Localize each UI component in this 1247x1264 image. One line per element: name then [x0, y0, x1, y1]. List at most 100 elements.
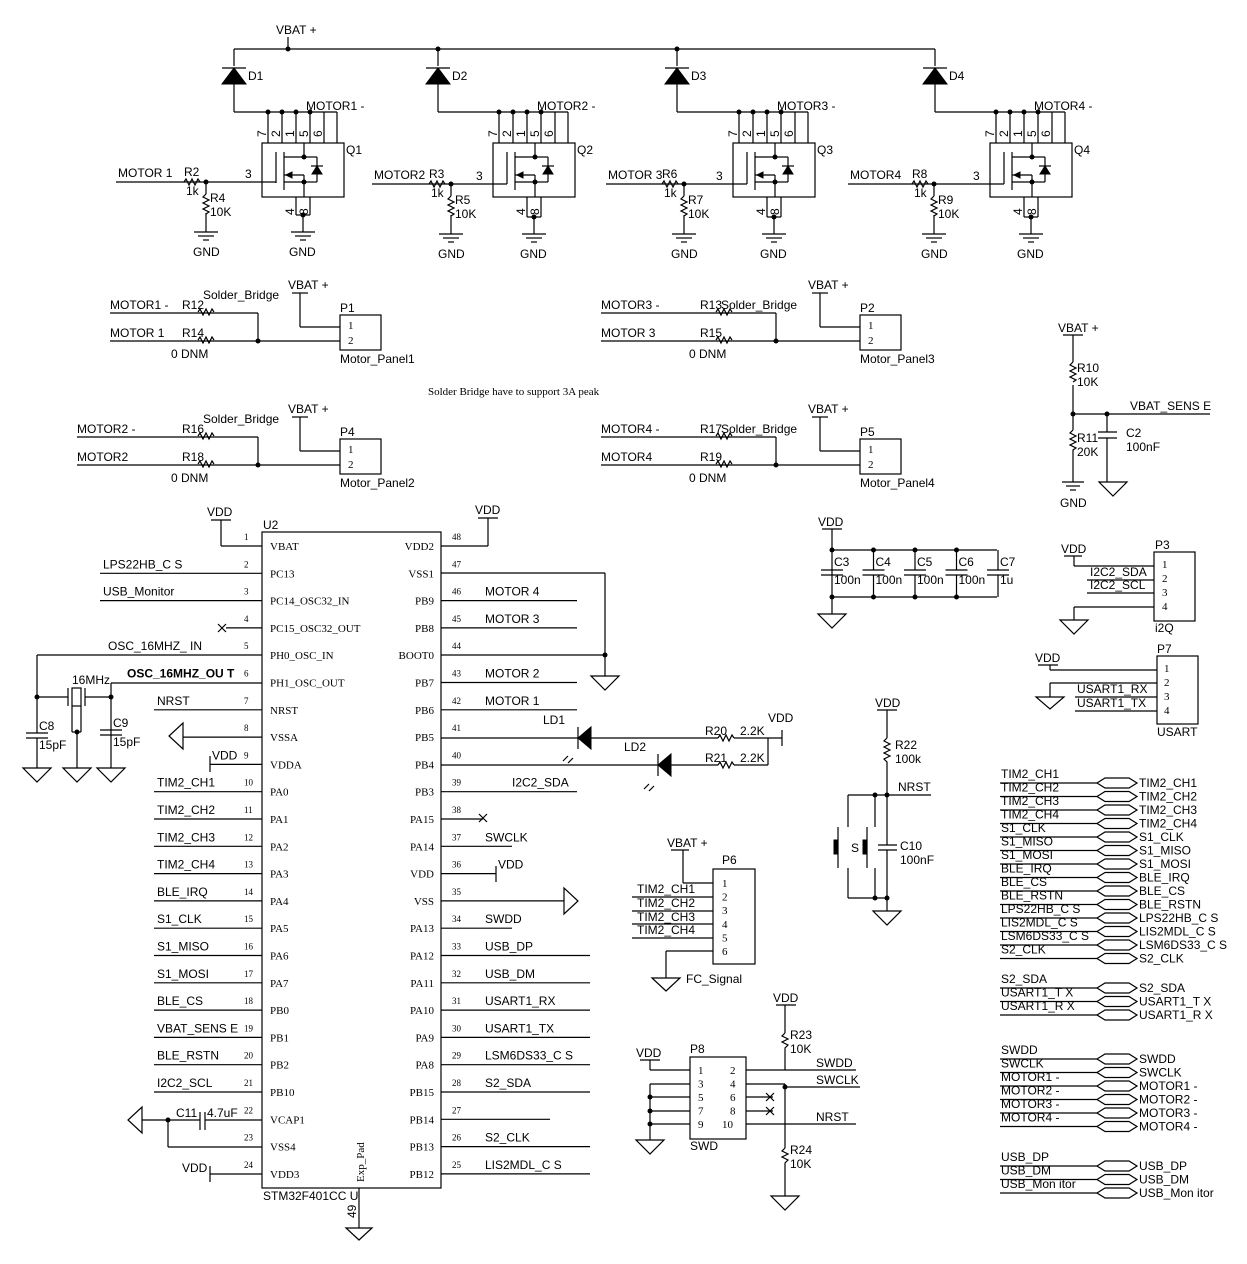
pin-number: 46 — [452, 587, 462, 597]
connector-body — [859, 314, 902, 351]
net-label: MOTOR4 — [601, 450, 652, 464]
mcu-part: STM32F401CC U — [263, 1189, 358, 1203]
usart-connector-p7: P7 USART VDD USART1_RX USART1_TX 1 2 3 4 — [1034, 642, 1199, 739]
connector-body — [339, 438, 382, 475]
resistor-label: R12 — [182, 298, 204, 312]
vdd-label: VDD — [1061, 542, 1087, 556]
p7-name: USART — [1157, 725, 1198, 739]
port-icon — [1095, 925, 1139, 938]
pin-number: 2 — [997, 130, 1011, 137]
vdd-label: VDD — [773, 991, 799, 1005]
pin-name: PA3 — [270, 869, 289, 881]
c9-value: 15pF — [113, 735, 140, 749]
port-icon — [1095, 898, 1139, 911]
port-name-left: USB_Mon itor — [1001, 1177, 1076, 1191]
pin-number: 20 — [244, 1051, 254, 1061]
net-label: S1_MOSI — [157, 967, 209, 981]
pin-number: 1 — [868, 444, 874, 456]
no-connect-icon — [217, 623, 227, 633]
net-label: TIM2_CH1 — [157, 776, 215, 790]
port-icon — [1095, 952, 1139, 965]
net-label: S1_CLK — [157, 912, 202, 926]
pin-number: 10 — [722, 1119, 734, 1131]
pin-name: VDDA — [270, 759, 302, 771]
r10-label: R10 — [1077, 361, 1099, 375]
r22-label: R22 — [895, 738, 917, 752]
port-name-right: MOTOR1 - — [1139, 1079, 1197, 1093]
resistor-label: R2 — [184, 165, 200, 179]
ground-icon — [634, 1139, 666, 1155]
pin-name: PA1 — [270, 814, 289, 826]
ground-icon — [95, 767, 127, 783]
c2-label: C2 — [1126, 426, 1142, 440]
connector-ref: P2 — [860, 301, 875, 315]
pin-name: PB0 — [270, 1005, 289, 1017]
pin-number: 1 — [868, 320, 874, 332]
ground-icon — [871, 910, 903, 926]
port-name-right: MOTOR3 - — [1139, 1106, 1197, 1120]
pin-name: PB6 — [415, 705, 434, 717]
ground-icon — [344, 1227, 374, 1241]
pin-number: 40 — [452, 750, 462, 760]
pin-number: 19 — [244, 1023, 254, 1033]
net-label: MOTOR 1 — [485, 694, 540, 708]
port-name-right: LPS22HB_C S — [1139, 911, 1218, 925]
port-icon — [1095, 1160, 1139, 1172]
pin-number: 37 — [452, 832, 462, 842]
vbat-label: VBAT + — [667, 836, 708, 850]
pin-number: 43 — [452, 669, 462, 679]
ground-icon — [563, 886, 579, 916]
p6-ref: P6 — [722, 853, 737, 867]
pin-number: 1 — [244, 532, 249, 542]
resistor-value: 1k — [914, 186, 928, 200]
pin-number: 4 — [1162, 601, 1168, 613]
pin-number: 17 — [244, 969, 254, 979]
port-name-right: USART1_R X — [1139, 1008, 1213, 1022]
c9-label: C9 — [113, 716, 129, 730]
port-name-right: LIS2MDL_C S — [1139, 925, 1216, 939]
pin-name: PB1 — [270, 1032, 289, 1044]
net-label: MOTOR2 - — [77, 422, 135, 436]
pin-number: 3 — [1164, 691, 1170, 703]
c11-value: 4.7uF — [207, 1106, 238, 1120]
pin-number: 8 — [768, 208, 782, 215]
port-icon — [1095, 871, 1139, 884]
pin-name: PA0 — [270, 787, 289, 799]
ground-icon — [1058, 619, 1090, 635]
dnm-label: 0 DNM — [171, 347, 208, 361]
pin-number: 7 — [983, 130, 997, 137]
port-name-right: USART1_T X — [1139, 995, 1211, 1009]
port-name-right: USB_DM — [1139, 1173, 1189, 1187]
pin-number: 8 — [730, 1106, 736, 1118]
port-name-left: BLE_RSTN — [1001, 889, 1063, 903]
port-name-right: S2_SDA — [1139, 981, 1185, 995]
port-name-right: S1_MOSI — [1139, 857, 1191, 871]
r21-label: R21 — [705, 751, 727, 765]
port-icon — [1095, 995, 1139, 1008]
resistor-label: R4 — [210, 191, 226, 205]
pin-number: 8 — [1025, 208, 1039, 215]
pin-number: 39 — [452, 778, 462, 788]
pin-number: 2 — [500, 130, 514, 137]
net-label: MOTOR 2 — [485, 667, 540, 681]
pin-name: PB8 — [415, 623, 434, 635]
port-icon — [1095, 1080, 1139, 1092]
vbat-label: VBAT + — [808, 402, 849, 416]
vdd-label: VDD — [875, 696, 901, 710]
net-label: MOTOR2 — [374, 168, 425, 182]
